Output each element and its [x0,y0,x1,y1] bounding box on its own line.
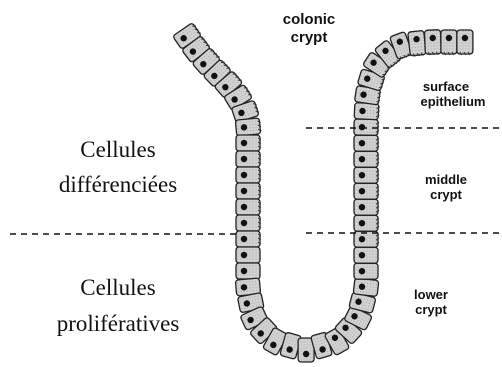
epithelial-cell [236,215,261,231]
cell-nucleus [241,188,247,194]
epithelial-cell [236,263,260,279]
cell-nucleus [241,252,247,258]
epithelial-cell [236,247,260,263]
cell-body [354,135,378,151]
zone-surface-line2: epithelium [420,94,485,109]
cell-body [236,167,260,183]
cell-nucleus [241,172,247,178]
cell-nucleus [241,220,247,226]
cell-nucleus [241,268,247,274]
epithelial-cell [354,247,378,263]
cell-nucleus [462,35,468,41]
epithelial-cell [354,167,379,183]
zone-middle-line1: middle [425,172,467,187]
zone-lower-line1: lower [414,287,448,302]
cell-nucleus [359,156,365,162]
cell-body [457,30,473,54]
epithelial-cell [354,135,379,151]
title-line1: colonic [283,11,336,28]
cell-body [354,167,378,183]
cell-nucleus [303,351,309,357]
cell-nucleus [359,268,365,274]
title-line2: crypt [291,29,328,46]
epithelial-cell [236,231,261,247]
cell-body [236,215,260,231]
cell-nucleus [359,204,365,210]
cell-nucleus [241,204,247,210]
epithelial-cell [354,263,378,279]
cell-body [354,103,379,120]
epithelial-cell [441,30,457,55]
cell-body [236,135,260,151]
zone-proliferative-line1: Cellules [80,275,155,300]
epithelial-cell [236,167,261,183]
cell-body [235,118,260,136]
cell-body [424,30,441,55]
cell-body [353,278,379,297]
zone-proliferative-line2: prolifératives [57,311,180,336]
zone-differentiated-line1: Cellules [80,137,155,162]
cell-nucleus [241,140,247,146]
epithelial-cell [354,215,379,231]
epithelial-cell [457,30,473,55]
cell-body [408,30,427,56]
cell-nucleus [359,252,365,258]
cell-nucleus [359,220,365,226]
cell-nucleus [359,172,365,178]
cell-body [354,151,378,167]
cell-body [354,199,378,215]
cell-nucleus [446,35,452,41]
cell-body [236,247,260,263]
epithelial-cell [354,151,379,167]
epithelial-cell [235,118,261,136]
epithelial-cell [354,183,379,199]
epithelial-cell [236,199,261,215]
cell-body [236,263,260,279]
cell-body [354,215,378,231]
cell-nucleus [359,236,365,242]
epithelial-cell [236,135,261,151]
cell-body [354,263,378,279]
epithelial-cell [353,278,379,297]
cell-body [354,247,378,263]
epithelial-cell [408,30,427,57]
zone-lower-line2: crypt [415,302,447,317]
cell-nucleus [241,156,247,162]
epithelial-cell [236,151,261,167]
epithelial-cell [424,30,441,56]
cell-nucleus [359,188,365,194]
zone-middle-line2: crypt [430,187,462,202]
epithelial-cell [236,183,261,199]
epithelial-cell [354,199,379,215]
cell-body [236,183,260,199]
zone-differentiated-line2: différenciées [59,172,177,197]
cell-body [236,151,260,167]
cell-body [236,199,260,215]
cell-body [236,231,260,247]
cell-body [354,183,378,199]
cell-body [441,30,457,54]
zone-surface-line1: surface [423,79,469,94]
cell-nucleus [359,140,365,146]
cell-nucleus [241,236,247,242]
